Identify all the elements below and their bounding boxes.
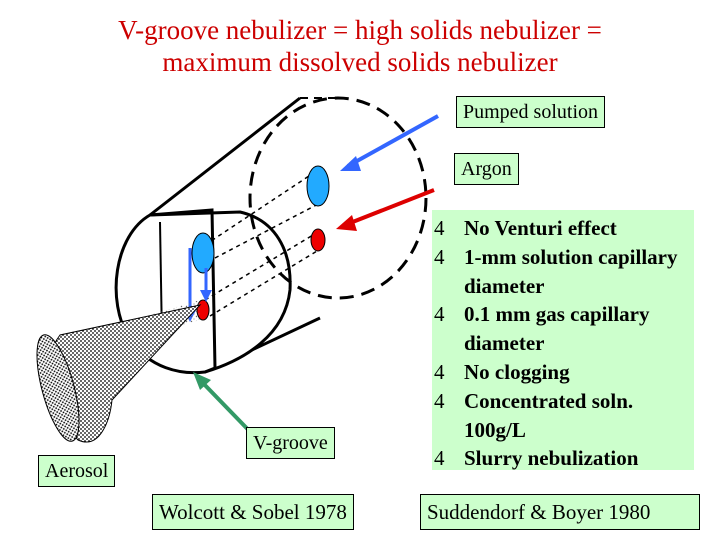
feature-item: 4 Concentrated soln. 100g/L	[432, 387, 694, 445]
argon-arrow-head	[336, 215, 357, 231]
bullet-glyph: 4	[434, 388, 445, 413]
feature-text: Slurry nebulization	[464, 446, 639, 471]
bullet-glyph: 4	[434, 359, 445, 384]
features-list: 4 No Venturi effect 4 1-mm solution capill…	[432, 210, 694, 473]
v-groove-plate	[149, 208, 217, 374]
bullet-glyph: 4	[434, 216, 445, 240]
cylinder-back-face	[248, 96, 428, 300]
pumped-solution-arrow-head	[340, 156, 361, 171]
gas-port-back	[310, 228, 326, 252]
pumped-solution-label: Pumped solution	[456, 96, 606, 128]
feature-item: 4 No Venturi effect	[432, 214, 694, 243]
feature-text: No clogging	[464, 359, 570, 384]
v-groove-label: V-groove	[246, 427, 335, 459]
feature-item: 4 0.1 mm gas capillary diameter	[432, 300, 694, 358]
credit-right: Suddendorf & Boyer 1980	[420, 494, 700, 530]
solution-port-front	[191, 232, 215, 274]
feature-item: 4 1-mm solution capillary diameter	[432, 243, 694, 301]
aerosol-label: Aerosol	[38, 455, 116, 487]
gas-capillary	[204, 231, 323, 317]
feature-text: 1-mm solution capillary diameter	[464, 244, 678, 298]
feature-item: 4 Slurry nebulization	[432, 444, 694, 473]
aerosol-cone-mouth	[36, 334, 80, 442]
bullet-glyph: 4	[434, 302, 445, 327]
feature-text: 0.1 mm gas capillary diameter	[464, 302, 650, 356]
cylinder-top-edge	[149, 96, 301, 217]
pumped-solution-arrow	[347, 114, 439, 168]
solution-capillary	[204, 169, 323, 259]
features-box: 4 No Venturi effect 4 1-mm solution capill…	[432, 210, 694, 470]
credit-left: Wolcott & Sobel 1978	[152, 494, 354, 530]
bullet-glyph: 4	[434, 446, 445, 471]
solution-port-back	[306, 165, 330, 207]
feature-text: Concentrated soln. 100g/L	[464, 388, 634, 442]
slide-title: V-groove nebulizer = high solids nebuliz…	[0, 14, 720, 78]
argon-arrow	[344, 188, 435, 227]
title-line-1: V-groove nebulizer = high solids nebuliz…	[118, 15, 602, 45]
feature-text: No Venturi effect	[464, 216, 617, 240]
v-groove-arrow-head	[193, 372, 211, 390]
argon-label: Argon	[454, 153, 519, 185]
feature-item: 4 No clogging	[432, 358, 694, 387]
title-line-2: maximum dissolved solids nebulizer	[162, 47, 558, 77]
liquid-flow-arrow-2-head	[200, 290, 212, 302]
bullet-glyph: 4	[434, 244, 445, 269]
